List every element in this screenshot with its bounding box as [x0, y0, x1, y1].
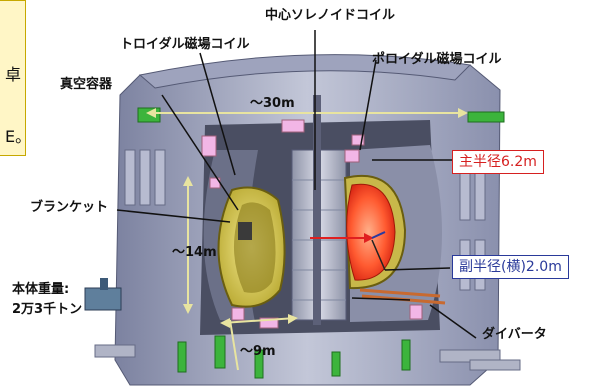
dimension-arrowheads: [146, 108, 468, 328]
blanket-left-inner: [233, 202, 276, 293]
callout-minor-radius: 副半径(横)2.0m: [452, 255, 569, 279]
dimension-base-width: ～9m: [240, 344, 276, 359]
blue-port: [84, 287, 122, 311]
note-panel: 卓 E。: [0, 0, 26, 156]
blanket-left-grid: [238, 222, 252, 240]
solenoid-core: [313, 95, 321, 325]
leader-lines: [116, 30, 477, 339]
label-central-solenoid: 中心ソレノイドコイル: [265, 8, 396, 23]
blue-port-cap: [100, 278, 108, 290]
note-fragment-bottom: E。: [5, 127, 25, 146]
minor-radius-arrow: [371, 231, 386, 239]
dimension-lines: [148, 112, 466, 371]
poloidal-coils: [201, 119, 423, 329]
callout-major-radius: 主半径6.2m: [452, 150, 544, 174]
label-blanket: ブランケット: [30, 200, 109, 215]
bottom-ports: [94, 344, 521, 371]
label-poloidal-coil: ポロイダル磁場コイル: [372, 52, 502, 67]
note-fragment-top: 卓: [5, 65, 22, 84]
label-weight-line1: 本体重量:: [12, 282, 70, 297]
label-divertor: ダイバータ: [482, 327, 547, 342]
label-vacuum-vessel: 真空容器: [60, 77, 113, 92]
dimension-height: ～14m: [172, 245, 217, 260]
label-weight-line2: 2万3千トン: [12, 302, 83, 317]
green-pipes: [137, 107, 505, 379]
minor-radius-leader: [371, 239, 386, 271]
dimension-width: ～30m: [250, 96, 295, 111]
label-toroidal-coil: トロイダル磁場コイル: [120, 37, 250, 52]
cryostat-top: [138, 54, 472, 89]
major-radius-arrowhead: [364, 233, 374, 243]
